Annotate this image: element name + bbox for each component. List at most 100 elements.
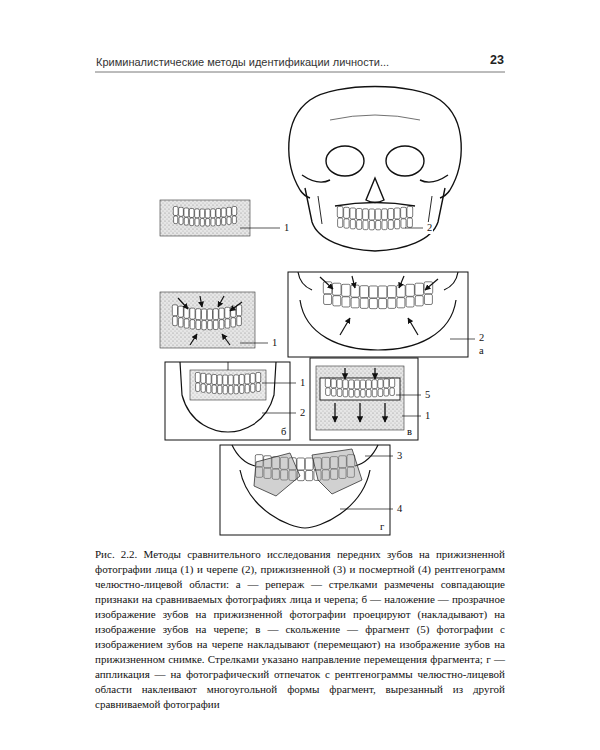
tooth bbox=[355, 389, 360, 397]
tooth bbox=[218, 385, 222, 394]
tooth bbox=[390, 388, 395, 396]
tooth bbox=[216, 218, 220, 226]
move-arrows bbox=[335, 368, 385, 422]
tooth bbox=[406, 297, 414, 307]
tooth bbox=[212, 385, 216, 394]
tooth bbox=[184, 208, 189, 217]
tooth bbox=[173, 206, 178, 215]
tooth bbox=[227, 207, 232, 216]
tooth bbox=[325, 378, 330, 387]
jaw-drawing bbox=[232, 445, 378, 528]
tooth bbox=[378, 389, 383, 397]
callout-number: 2 bbox=[478, 332, 485, 344]
tooth bbox=[179, 207, 184, 216]
tooth bbox=[205, 209, 210, 218]
tooth bbox=[401, 207, 407, 218]
tooth bbox=[245, 374, 250, 384]
page-number: 23 bbox=[489, 54, 505, 66]
tooth bbox=[256, 372, 261, 382]
tooth bbox=[232, 216, 236, 224]
panel-letter: б bbox=[280, 426, 287, 438]
tooth bbox=[378, 286, 387, 298]
teeth-row bbox=[173, 206, 236, 226]
tooth bbox=[306, 470, 313, 480]
tooth bbox=[388, 298, 396, 308]
tooth bbox=[343, 389, 348, 397]
tooth bbox=[206, 374, 211, 384]
jaw-drawing bbox=[180, 362, 276, 432]
callout-number: 2 bbox=[426, 222, 433, 234]
header-rule bbox=[95, 72, 505, 73]
tooth bbox=[190, 320, 195, 329]
tooth bbox=[229, 385, 233, 394]
tooth bbox=[172, 305, 177, 316]
teeth-row bbox=[172, 305, 241, 330]
tooth bbox=[178, 306, 183, 317]
tooth bbox=[184, 319, 189, 328]
tooth bbox=[251, 384, 255, 393]
midline bbox=[228, 362, 229, 370]
tooth bbox=[349, 380, 354, 389]
tooth bbox=[202, 320, 207, 329]
tooth bbox=[219, 320, 224, 329]
callout-number: 1 bbox=[283, 222, 290, 234]
panel-letter: в bbox=[406, 426, 413, 438]
tooth bbox=[212, 374, 217, 384]
tooth bbox=[217, 375, 222, 385]
tooth bbox=[232, 206, 237, 215]
tooth bbox=[228, 375, 233, 385]
tooth bbox=[376, 220, 381, 229]
tooth bbox=[201, 373, 206, 383]
callout-number: 2 bbox=[299, 407, 306, 419]
tooth bbox=[360, 380, 365, 389]
callout-number: 5 bbox=[424, 389, 431, 401]
tooth bbox=[369, 220, 374, 229]
slide-panel bbox=[310, 358, 418, 440]
tooth bbox=[305, 458, 313, 470]
photo-panel bbox=[316, 366, 404, 430]
mark-arrows bbox=[320, 276, 438, 335]
callout-number: 1 bbox=[424, 410, 431, 422]
overlay-panel bbox=[165, 362, 290, 440]
tooth bbox=[200, 209, 205, 218]
tooth bbox=[206, 218, 210, 226]
tooth bbox=[424, 294, 432, 304]
tooth bbox=[234, 385, 238, 394]
tooth bbox=[343, 380, 348, 389]
tooth bbox=[174, 216, 178, 224]
tooth bbox=[360, 298, 368, 308]
tooth bbox=[219, 308, 224, 319]
tooth bbox=[394, 208, 400, 219]
figure-caption: Рис. 2.2. Методы сравнительного исследов… bbox=[95, 547, 505, 712]
tooth bbox=[239, 374, 244, 384]
tooth bbox=[406, 284, 415, 296]
tooth bbox=[395, 219, 400, 228]
photo-panel bbox=[160, 200, 250, 236]
tooth bbox=[190, 308, 195, 319]
tooth bbox=[344, 207, 350, 218]
tooth bbox=[195, 372, 200, 382]
tooth bbox=[388, 220, 393, 229]
callout-number: 1 bbox=[271, 337, 278, 349]
tooth bbox=[369, 298, 377, 308]
tooth bbox=[342, 297, 350, 307]
panel-letter: г bbox=[379, 521, 385, 533]
teeth-row bbox=[337, 206, 412, 229]
tooth bbox=[372, 380, 377, 389]
tooth bbox=[342, 284, 351, 296]
tooth bbox=[337, 206, 343, 217]
tooth bbox=[190, 218, 194, 226]
photo-panel bbox=[190, 370, 266, 400]
teeth-row bbox=[325, 378, 394, 397]
tooth bbox=[326, 388, 331, 396]
tooth bbox=[407, 218, 412, 227]
tooth bbox=[363, 209, 369, 220]
jaw-drawing bbox=[298, 272, 458, 350]
tooth bbox=[184, 217, 188, 225]
tooth bbox=[350, 219, 355, 228]
tooth bbox=[382, 220, 387, 229]
callout-number: 1 bbox=[299, 377, 306, 389]
tooth bbox=[389, 378, 394, 387]
tooth bbox=[415, 283, 424, 295]
